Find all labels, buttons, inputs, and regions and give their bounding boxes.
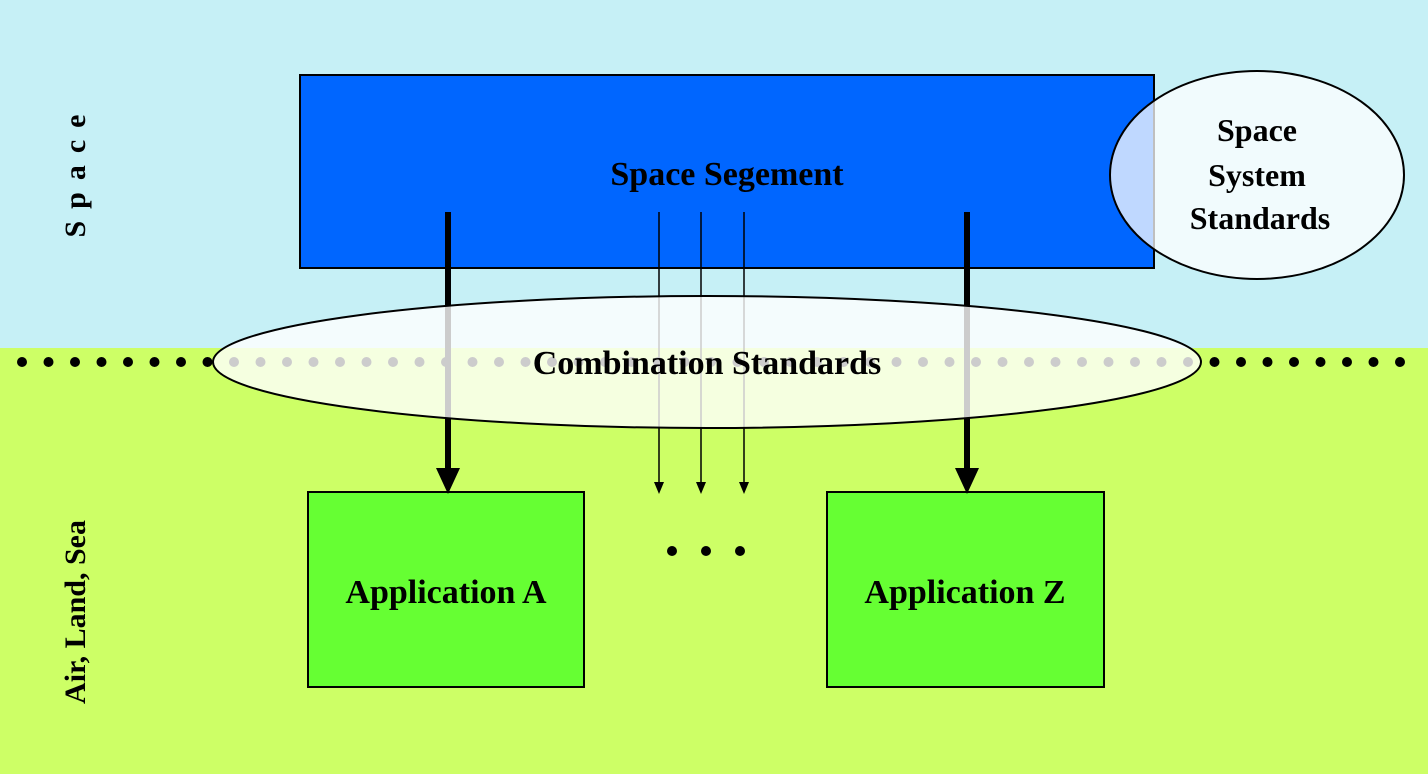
boundary-dot bbox=[43, 357, 54, 367]
boundary-dot bbox=[1315, 357, 1326, 367]
application-a-box[interactable] bbox=[307, 491, 585, 688]
boundary-dot bbox=[1262, 357, 1273, 367]
boundary-dot bbox=[202, 357, 213, 367]
space-system-standards-ellipse[interactable] bbox=[1109, 70, 1405, 280]
boundary-dot bbox=[1236, 357, 1246, 367]
boundary-dot bbox=[1395, 357, 1405, 367]
earth-region-label: Air, Land, Sea bbox=[59, 520, 92, 704]
boundary-dot bbox=[70, 357, 80, 367]
space-region-label: Space bbox=[59, 103, 92, 238]
ellipsis-dot bbox=[667, 546, 677, 556]
boundary-dot bbox=[1342, 357, 1352, 367]
ellipsis-dot bbox=[735, 546, 745, 556]
space-system-standards-line-2: System bbox=[1208, 157, 1306, 193]
thin-arrowhead-1 bbox=[654, 482, 664, 494]
application-a-label: Application A bbox=[345, 574, 547, 611]
space-segment-label: Space Segement bbox=[610, 156, 844, 193]
space-segment-box[interactable] bbox=[299, 74, 1155, 269]
ellipsis-dot bbox=[701, 546, 711, 556]
combination-standards-label: Combination Standards bbox=[533, 345, 882, 382]
boundary-dot bbox=[1368, 357, 1379, 367]
space-system-standards-line-1: Space bbox=[1217, 112, 1297, 148]
arrowhead-application-a bbox=[436, 468, 460, 494]
combination-standards-ellipse[interactable] bbox=[212, 295, 1202, 429]
boundary-dot bbox=[1289, 357, 1299, 367]
boundary-dot bbox=[149, 357, 160, 367]
boundary-dot bbox=[176, 357, 186, 367]
space-system-standards-line-3: Standards bbox=[1190, 200, 1331, 236]
boundary-dot bbox=[1209, 357, 1220, 367]
application-z-box[interactable] bbox=[826, 491, 1105, 688]
boundary-dot bbox=[17, 357, 27, 367]
boundary-dot bbox=[96, 357, 107, 367]
application-z-label: Application Z bbox=[864, 574, 1065, 611]
arrowhead-application-z bbox=[955, 468, 979, 494]
thin-arrowhead-2 bbox=[696, 482, 706, 494]
thin-arrowhead-3 bbox=[739, 482, 749, 494]
boundary-dot bbox=[123, 357, 133, 367]
